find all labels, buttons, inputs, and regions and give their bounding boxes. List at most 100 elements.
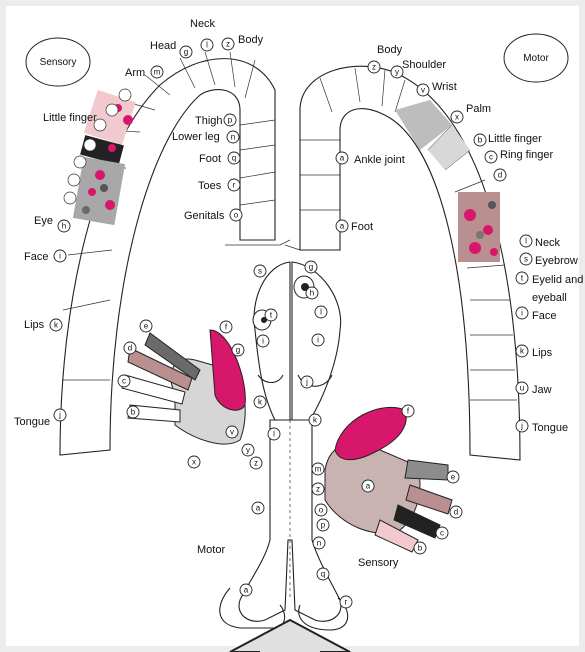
motor-letter-little-finger: b xyxy=(474,134,486,146)
motor-label-eyebrow: Eyebrow xyxy=(535,255,578,267)
sensory-title: Sensory xyxy=(26,38,90,86)
leg-letter-a2: a xyxy=(240,584,252,596)
svg-text:b: b xyxy=(418,544,423,553)
svg-text:m: m xyxy=(154,68,161,77)
svg-text:g: g xyxy=(309,263,313,272)
rhand-letter-a: a xyxy=(362,480,374,492)
svg-text:z: z xyxy=(254,459,258,468)
svg-text:p: p xyxy=(228,116,233,125)
sensory-letter-eye: h xyxy=(58,220,70,232)
motor-letter-shoulder: y xyxy=(391,66,403,78)
rhand-letter-d: d xyxy=(450,506,462,518)
sensory-letter-head: g xyxy=(180,46,192,58)
motor-letter-neck: l xyxy=(520,235,532,247)
svg-text:r: r xyxy=(345,598,348,607)
motor-label-eyeball: eyeball xyxy=(532,292,567,304)
svg-text:a: a xyxy=(340,222,345,231)
svg-text:q: q xyxy=(232,154,236,163)
sensory-letter-thigh: p xyxy=(224,114,236,126)
svg-text:y: y xyxy=(246,446,250,455)
motor-label-foot: Foot xyxy=(351,221,373,233)
hand-letter-b: b xyxy=(127,406,139,418)
motor-label-wrist: Wrist xyxy=(432,81,457,93)
motor-label-face: Face xyxy=(532,310,556,322)
motor-letter-eyelid: t xyxy=(516,272,528,284)
head-letter-t: t xyxy=(265,309,277,321)
motor-title: Motor xyxy=(504,34,568,82)
svg-text:a: a xyxy=(244,586,249,595)
hand-letter-f: f xyxy=(220,321,232,333)
sensory-letter-arm: m xyxy=(151,66,163,78)
label-neck: Neck xyxy=(190,18,216,30)
svg-text:z: z xyxy=(226,40,230,49)
head-letter-i: i xyxy=(257,335,269,347)
motor-letter-d: d xyxy=(494,169,506,181)
svg-text:n: n xyxy=(317,539,321,548)
motor-label-jaw: Jaw xyxy=(532,384,552,396)
svg-text:e: e xyxy=(144,322,149,331)
svg-text:i: i xyxy=(317,336,319,345)
svg-text:o: o xyxy=(319,506,324,515)
label-lips: Lips xyxy=(24,319,45,331)
svg-text:a: a xyxy=(256,504,261,513)
leg-letter-m: m xyxy=(312,463,324,475)
svg-text:q: q xyxy=(321,570,325,579)
svg-text:b: b xyxy=(478,136,483,145)
svg-text:h: h xyxy=(310,289,314,298)
svg-text:l: l xyxy=(273,430,275,439)
svg-text:u: u xyxy=(520,384,524,393)
svg-text:b: b xyxy=(131,408,136,417)
motor-letter-eyebrow: s xyxy=(520,253,532,265)
svg-text:d: d xyxy=(128,344,132,353)
sensory-letter-foot: q xyxy=(228,152,240,164)
motor-label-ring-finger: Ring finger xyxy=(500,149,554,161)
sensory-letter-neck: l xyxy=(201,39,213,51)
hand-letter-c: c xyxy=(118,375,130,387)
svg-text:m: m xyxy=(315,465,322,474)
leg-letter-q: q xyxy=(317,568,329,580)
sensory-letter-lips: k xyxy=(50,319,62,331)
motor-label-shoulder: Shoulder xyxy=(402,59,446,71)
rhand-letter-c: c xyxy=(436,527,448,539)
figure-label-motor: Motor xyxy=(197,544,225,556)
label-head: Head xyxy=(150,40,176,52)
svg-text:c: c xyxy=(489,153,493,162)
leg-letter-z2: z xyxy=(312,483,324,495)
motor-letter-jaw: u xyxy=(516,382,528,394)
svg-text:z: z xyxy=(372,63,376,72)
motor-label-palm: Palm xyxy=(466,103,491,115)
label-tongue: Tongue xyxy=(14,416,50,428)
motor-label-body: Body xyxy=(377,44,403,56)
leg-letter-a: a xyxy=(252,502,264,514)
leg-letter-o: o xyxy=(315,504,327,516)
svg-text:y: y xyxy=(395,68,399,77)
motor-letter-palm: x xyxy=(451,111,463,123)
svg-text:g: g xyxy=(236,346,240,355)
motor-letter-wrist: v xyxy=(417,84,429,96)
label-thigh: Thigh xyxy=(195,115,223,127)
svg-text:s: s xyxy=(258,267,262,276)
hand-letter-g: g xyxy=(232,344,244,356)
svg-text:s: s xyxy=(524,255,528,264)
leg-letter-n: n xyxy=(313,537,325,549)
head-letter-h: h xyxy=(306,287,318,299)
svg-text:v: v xyxy=(230,428,234,437)
head-letter-g: g xyxy=(305,261,317,273)
hand-letter-v: v xyxy=(226,426,238,438)
sensory-letter-toes: r xyxy=(228,179,240,191)
svg-text:r: r xyxy=(233,181,236,190)
svg-text:n: n xyxy=(231,133,235,142)
motor-letter-ankle-joint: a xyxy=(336,152,348,164)
svg-text:l: l xyxy=(320,308,322,317)
head-letter-l: l xyxy=(315,306,327,318)
hand-letter-d: d xyxy=(124,342,136,354)
label-toes: Toes xyxy=(198,180,222,192)
label-foot: Foot xyxy=(199,153,221,165)
svg-text:a: a xyxy=(366,482,371,491)
head-letter-k2: k xyxy=(309,414,321,426)
svg-text:c: c xyxy=(122,377,126,386)
label-genitals: Genitals xyxy=(184,210,225,222)
head-letter-l2: l xyxy=(268,428,280,440)
svg-text:Sensory: Sensory xyxy=(40,57,77,68)
